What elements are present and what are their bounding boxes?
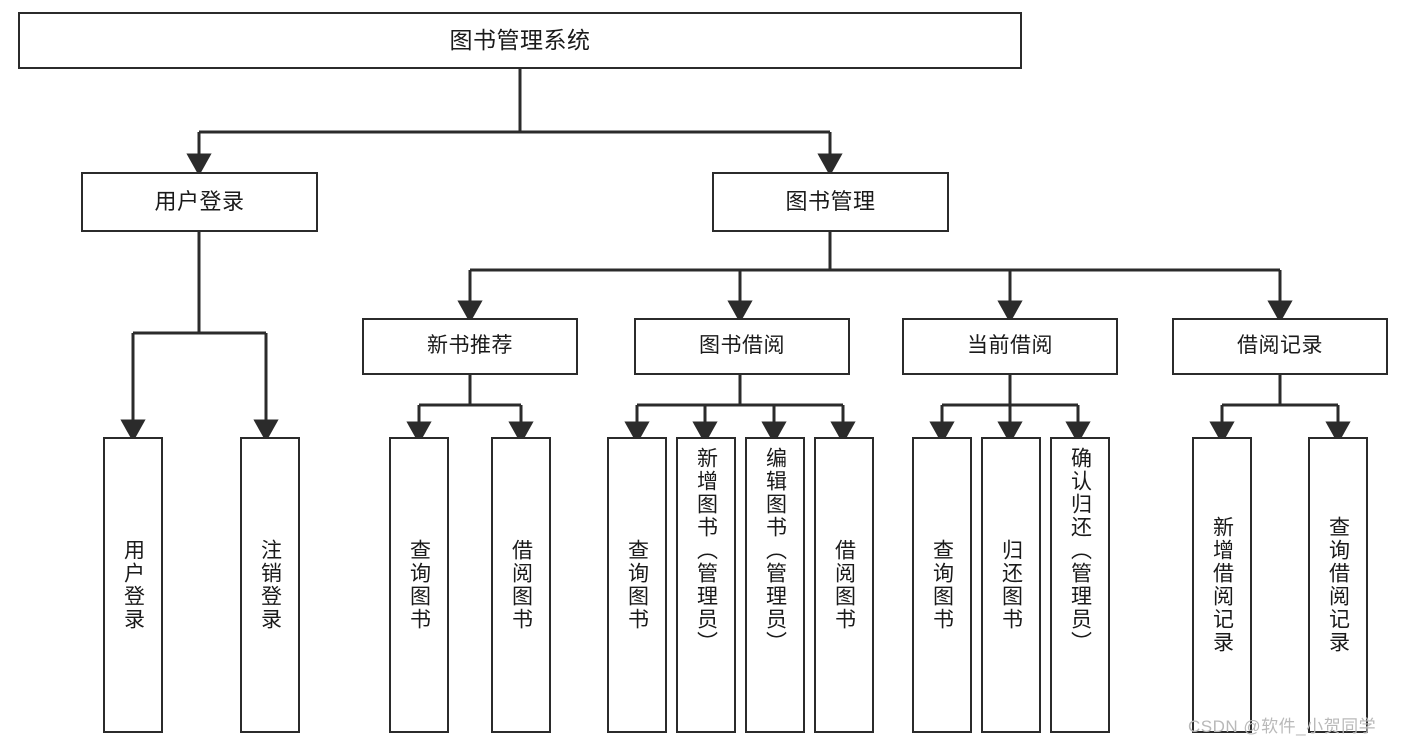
- node-label: 图书管理系统: [449, 27, 591, 54]
- node-label: 图书管理: [785, 189, 876, 215]
- node-label: 新书推荐: [427, 334, 513, 358]
- node-label: 用户登录: [154, 189, 245, 215]
- node-label: 新增图书（管理员）: [694, 447, 718, 654]
- node-label: 图书借阅: [699, 334, 785, 358]
- node-current-borrow[interactable]: 当前借阅: [902, 318, 1118, 375]
- node-label: 用户登录: [121, 539, 145, 631]
- leaf-borrow-book-recommend[interactable]: 借阅图书: [491, 437, 551, 733]
- node-label: 查询借阅记录: [1326, 516, 1350, 654]
- node-user-login[interactable]: 用户登录: [81, 172, 318, 232]
- node-label: 查询图书: [625, 539, 649, 631]
- node-label: 注销登录: [258, 539, 282, 631]
- leaf-borrow-book[interactable]: 借阅图书: [814, 437, 874, 733]
- leaf-logout[interactable]: 注销登录: [240, 437, 300, 733]
- node-root-system[interactable]: 图书管理系统: [18, 12, 1022, 69]
- leaf-return-book[interactable]: 归还图书: [981, 437, 1041, 733]
- node-book-management[interactable]: 图书管理: [712, 172, 949, 232]
- leaf-query-book-borrow[interactable]: 查询图书: [607, 437, 667, 733]
- node-label: 借阅图书: [832, 539, 856, 631]
- leaf-edit-book-admin[interactable]: 编辑图书（管理员）: [745, 437, 805, 733]
- leaf-add-book-admin[interactable]: 新增图书（管理员）: [676, 437, 736, 733]
- node-label: 借阅记录: [1237, 334, 1323, 358]
- node-label: 查询图书: [930, 539, 954, 631]
- leaf-confirm-return-admin[interactable]: 确认归还（管理员）: [1050, 437, 1110, 733]
- node-label: 新增借阅记录: [1210, 516, 1234, 654]
- node-label: 确认归还（管理员）: [1068, 447, 1092, 654]
- node-label: 借阅图书: [509, 539, 533, 631]
- leaf-query-borrow-record[interactable]: 查询借阅记录: [1308, 437, 1368, 733]
- leaf-add-borrow-record[interactable]: 新增借阅记录: [1192, 437, 1252, 733]
- leaf-query-book-current[interactable]: 查询图书: [912, 437, 972, 733]
- node-label: 当前借阅: [967, 334, 1053, 358]
- node-book-borrow[interactable]: 图书借阅: [634, 318, 850, 375]
- node-label: 编辑图书（管理员）: [763, 447, 787, 654]
- node-borrow-record[interactable]: 借阅记录: [1172, 318, 1388, 375]
- node-new-book-recommend[interactable]: 新书推荐: [362, 318, 578, 375]
- leaf-query-book-recommend[interactable]: 查询图书: [389, 437, 449, 733]
- node-label: 归还图书: [999, 539, 1023, 631]
- node-label: 查询图书: [407, 539, 431, 631]
- leaf-user-login[interactable]: 用户登录: [103, 437, 163, 733]
- csdn-watermark: CSDN @软件_小贺同学: [1188, 717, 1377, 736]
